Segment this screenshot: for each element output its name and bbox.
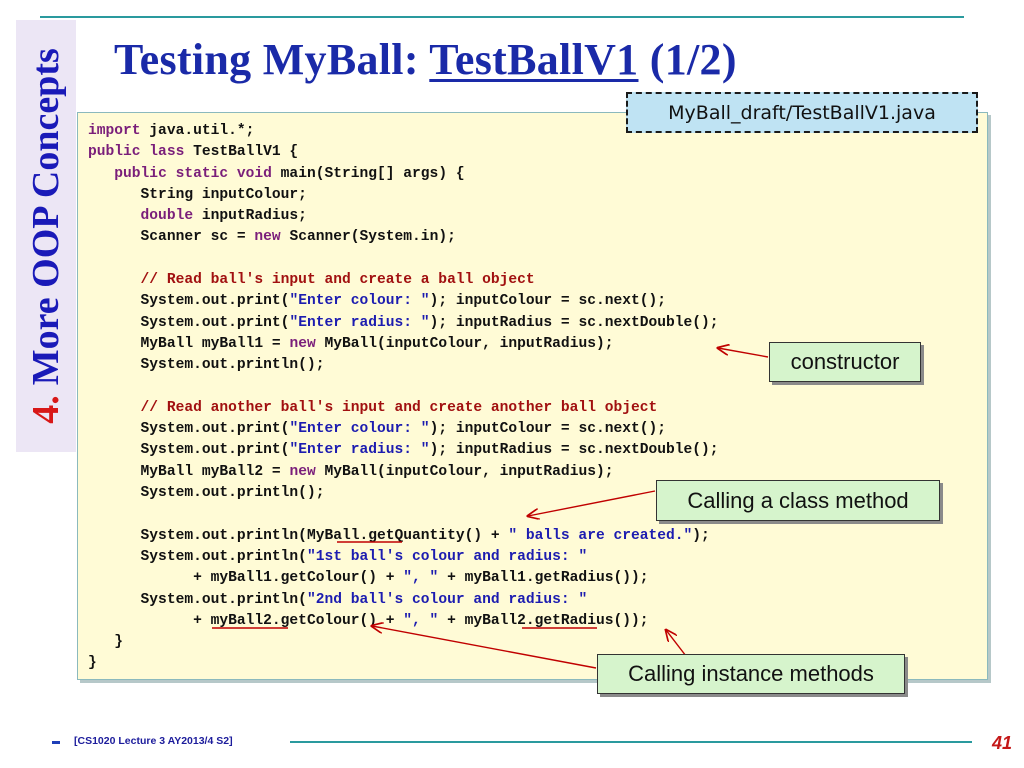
code-text — [88, 400, 141, 416]
code-line: } — [88, 632, 719, 653]
code-string: "Enter radius: " — [289, 442, 430, 459]
section-sidebar — [16, 20, 76, 452]
code-keyword: double — [140, 208, 194, 225]
code-keyword: new — [254, 229, 281, 246]
footer-course-label: [CS1020 Lecture 3 AY2013/4 S2] — [74, 735, 233, 747]
code-line: import java.util.*; — [88, 121, 719, 142]
code-line: MyBall myBall2 = new MyBall(inputColour,… — [88, 462, 719, 483]
annotation-instance-methods: Calling instance methods — [597, 654, 905, 694]
code-comment: // Read another ball's input and create … — [140, 399, 658, 416]
code-string: ", " — [403, 612, 439, 629]
code-line: System.out.println("2nd ball's colour an… — [88, 590, 719, 611]
code-line: double inputRadius; — [88, 206, 719, 227]
title-prefix: Testing MyBall: — [114, 35, 430, 84]
code-text: System.out.println(MyBall.getQuantity() … — [88, 527, 509, 544]
code-line — [88, 504, 719, 525]
code-text: System.out.println(); — [88, 485, 325, 502]
code-line: String inputColour; — [88, 185, 719, 206]
code-text: System.out.print( — [88, 293, 290, 310]
code-text — [88, 208, 141, 224]
code-string: " balls are created." — [508, 527, 693, 544]
code-line: } — [88, 653, 719, 674]
code-comment: // Read ball's input and create a ball o… — [140, 272, 535, 289]
title-suffix: (1/2) — [638, 35, 737, 84]
code-text: + myBall1.getColour() + — [88, 570, 404, 587]
code-line: + myBall1.getColour() + ", " + myBall1.g… — [88, 568, 719, 589]
code-line: MyBall myBall1 = new MyBall(inputColour,… — [88, 334, 719, 355]
code-line: System.out.println(); — [88, 355, 719, 376]
code-text: + myBall2.getRadius()); — [438, 612, 649, 629]
code-text: String inputColour; — [88, 186, 307, 203]
code-line: System.out.println(); — [88, 483, 719, 504]
code-line: System.out.print("Enter colour: "); inpu… — [88, 419, 719, 440]
code-text: MyBall myBall1 = — [88, 335, 290, 352]
code-text: } — [88, 655, 97, 672]
code-keyword: public static void — [114, 165, 272, 182]
code-line: System.out.print("Enter colour: "); inpu… — [88, 291, 719, 312]
code-line: System.out.println(MyBall.getQuantity() … — [88, 526, 719, 547]
section-title: More OOP Concepts — [25, 48, 67, 386]
code-keyword: import — [88, 123, 141, 139]
code-line: Scanner sc = new Scanner(System.in); — [88, 227, 719, 248]
code-text: System.out.println( — [88, 548, 307, 565]
code-string: "Enter radius: " — [289, 314, 430, 331]
code-text: inputRadius; — [193, 208, 307, 225]
page-number: 41 — [991, 733, 1012, 753]
code-text: MyBall(inputColour, inputRadius); — [315, 335, 614, 352]
code-text: System.out.println(); — [88, 357, 325, 374]
code-text: ); inputColour = sc.next(); — [429, 421, 667, 438]
top-rule — [40, 16, 964, 18]
code-text: ); inputRadius = sc.nextDouble(); — [429, 314, 719, 331]
code-text: + myBall2.getColour() + — [88, 612, 404, 629]
code-line — [88, 377, 719, 398]
code-text — [88, 272, 141, 288]
title-link[interactable]: TestBallV1 — [429, 35, 639, 84]
code-string: "1st ball's colour and radius: " — [306, 548, 588, 565]
code-listing: import java.util.*;public lass TestBallV… — [88, 121, 719, 675]
code-text: main(String[] args) { — [271, 165, 465, 182]
code-text: Scanner(System.in); — [280, 229, 456, 246]
annotation-constructor: constructor — [769, 342, 921, 382]
code-text: Scanner sc = — [88, 229, 255, 246]
code-text: ); — [692, 527, 710, 544]
footer-dash — [52, 741, 60, 744]
code-text: + myBall1.getRadius()); — [438, 570, 649, 587]
code-line: public lass TestBallV1 { — [88, 142, 719, 163]
code-string: ", " — [403, 570, 439, 587]
code-line: System.out.print("Enter radius: "); inpu… — [88, 440, 719, 461]
code-line: // Read ball's input and create a ball o… — [88, 270, 719, 291]
code-line: + myBall2.getColour() + ", " + myBall2.g… — [88, 611, 719, 632]
code-text: ); inputRadius = sc.nextDouble(); — [429, 442, 719, 459]
code-string: "Enter colour: " — [289, 293, 430, 310]
code-text: System.out.println( — [88, 591, 307, 608]
code-line: public static void main(String[] args) { — [88, 164, 719, 185]
code-text: MyBall(inputColour, inputRadius); — [315, 463, 614, 480]
code-string: "2nd ball's colour and radius: " — [306, 591, 588, 608]
code-line: System.out.print("Enter radius: "); inpu… — [88, 313, 719, 334]
code-text: ); inputColour = sc.next(); — [429, 293, 667, 310]
footer-rule — [290, 741, 972, 743]
code-keyword: new — [289, 335, 316, 352]
code-text: System.out.print( — [88, 442, 290, 459]
code-line: // Read another ball's input and create … — [88, 398, 719, 419]
code-text — [88, 166, 114, 182]
code-keyword: new — [289, 463, 316, 480]
code-line: System.out.println("1st ball's colour an… — [88, 547, 719, 568]
code-keyword: public lass — [88, 144, 185, 161]
code-text: System.out.print( — [88, 421, 290, 438]
section-label: 4. More OOP Concepts — [24, 48, 68, 424]
code-text: System.out.print( — [88, 314, 290, 331]
annotation-class-method: Calling a class method — [656, 480, 940, 521]
file-path-label: MyBall_draft/TestBallV1.java — [626, 92, 978, 133]
slide-title: Testing MyBall: TestBallV1 (1/2) — [114, 34, 737, 85]
code-text: } — [88, 634, 124, 651]
section-number: 4. — [25, 395, 67, 424]
code-text: java.util.*; — [140, 123, 255, 139]
code-string: "Enter colour: " — [289, 421, 430, 438]
code-listing-box: import java.util.*;public lass TestBallV… — [77, 112, 988, 680]
code-line — [88, 249, 719, 270]
code-text: TestBallV1 { — [184, 144, 299, 161]
code-text: MyBall myBall2 = — [88, 463, 290, 480]
